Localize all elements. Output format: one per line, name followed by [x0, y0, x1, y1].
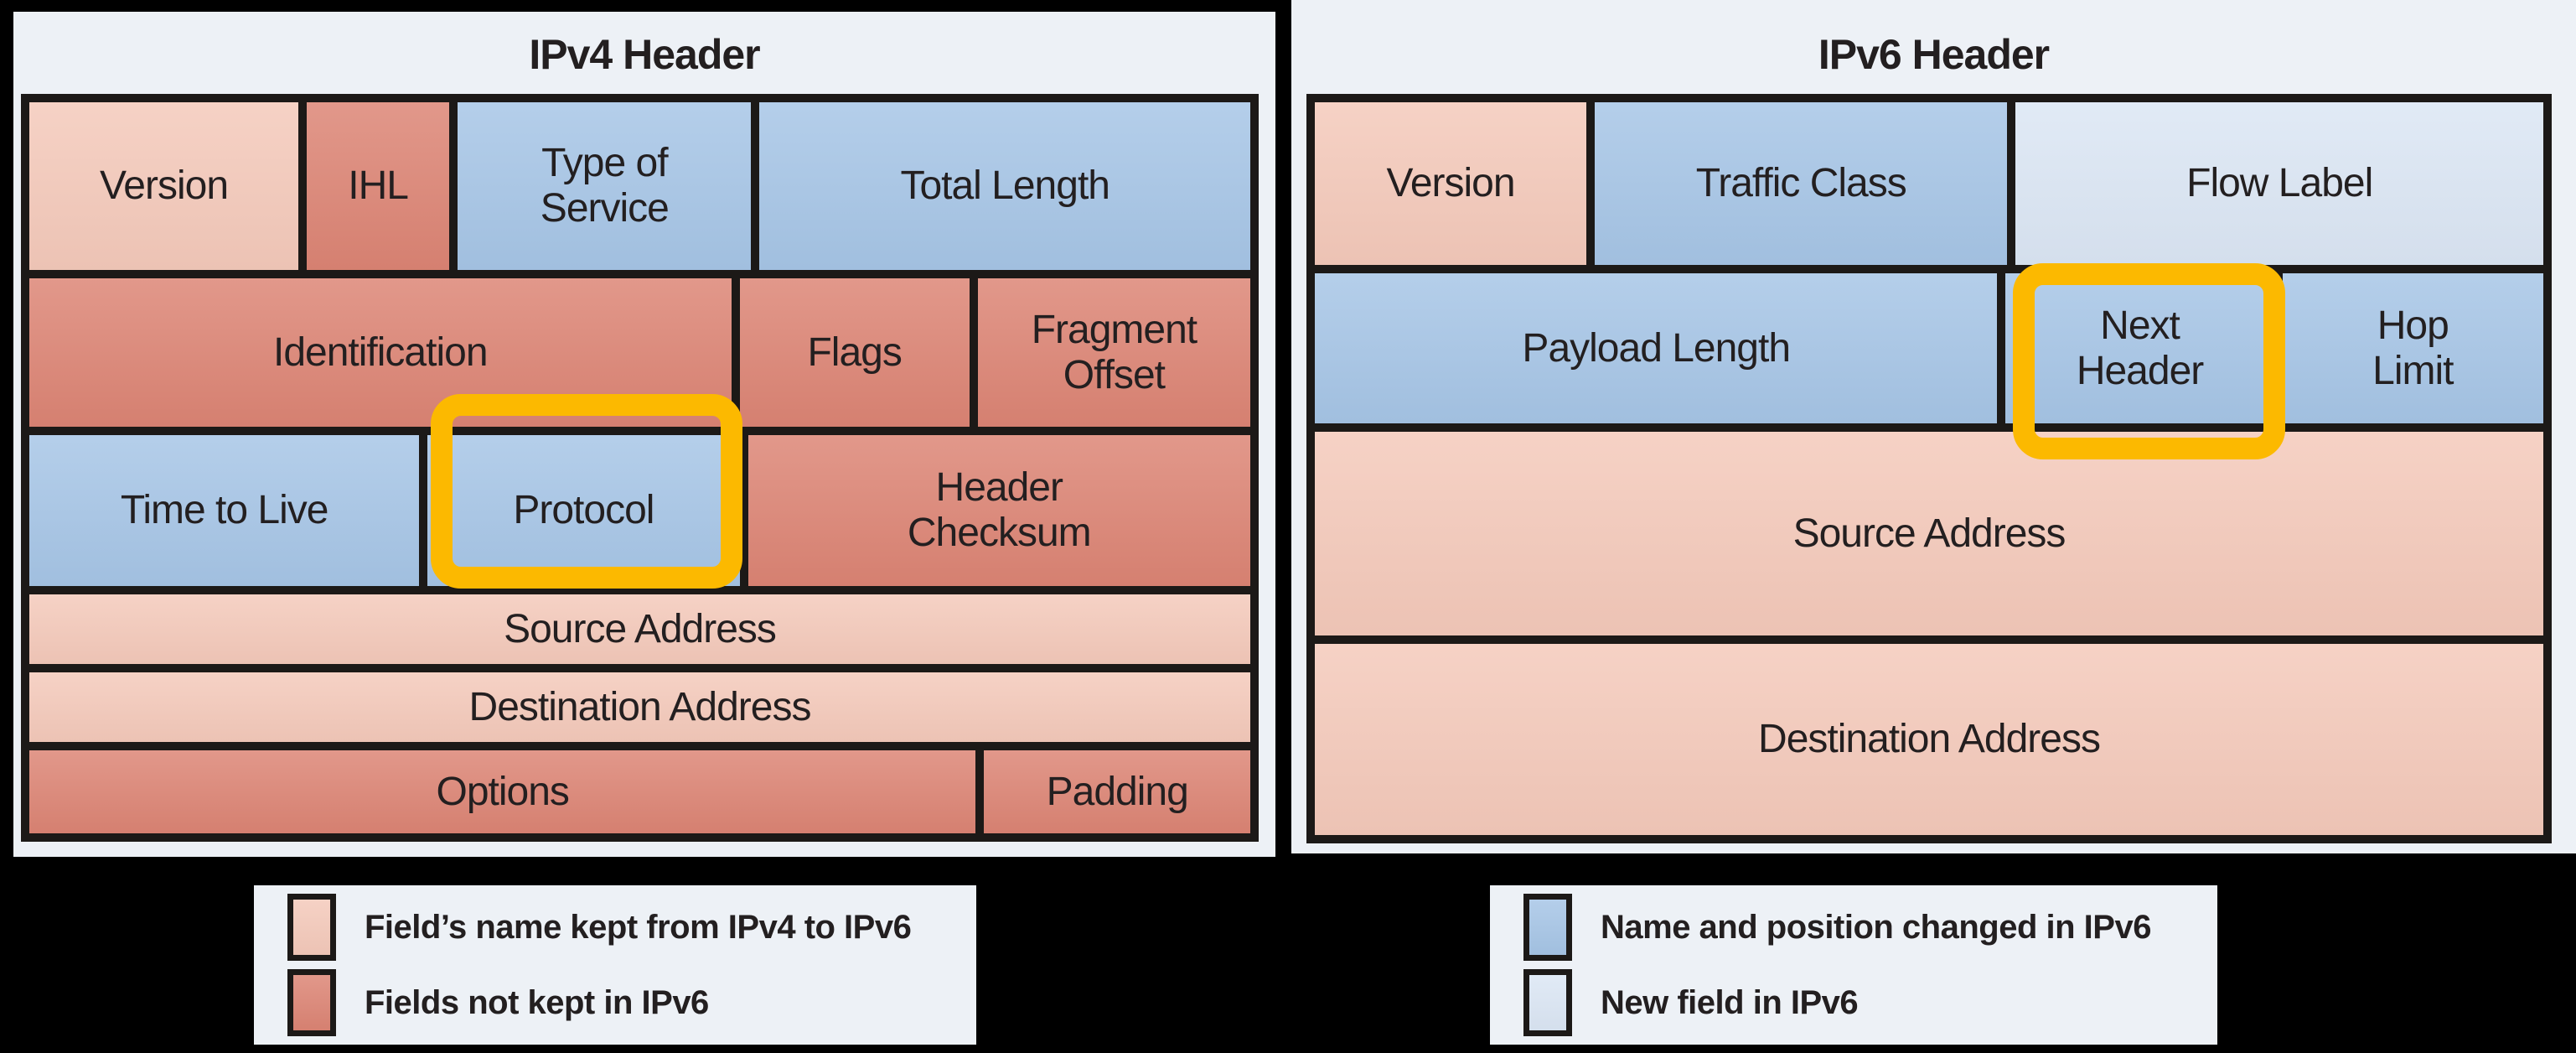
header-row: Source Address — [29, 594, 1250, 664]
legend-swatch-kept — [287, 894, 336, 961]
field-cell-ipv6-next-header: Next Header — [2005, 273, 2274, 424]
field-cell-ipv4-fragment-offset: Fragment Offset — [977, 278, 1250, 428]
field-cell-ipv4-flags: Flags — [739, 278, 970, 428]
field-cell-ipv4-protocol: Protocol — [427, 435, 740, 587]
field-cell-ipv4-type-of-service: Type of Service — [458, 102, 752, 271]
field-cell-ipv4-options: Options — [29, 750, 976, 833]
legend-label: Fields not kept in IPv6 — [365, 983, 709, 1021]
legend-item-name-and-position-changed-in-ipv6: Name and position changed in IPv6 — [1523, 894, 2217, 961]
field-cell-ipv6-destination-address: Destination Address — [1315, 643, 2543, 836]
field-cell-ipv6-flow-label: Flow Label — [2015, 102, 2543, 266]
field-cell-ipv4-total-length: Total Length — [759, 102, 1250, 271]
field-cell-ipv6-payload-length: Payload Length — [1315, 273, 1998, 424]
field-cell-ipv6-traffic-class: Traffic Class — [1595, 102, 2008, 266]
legend-label: Name and position changed in IPv6 — [1601, 908, 2151, 946]
legend-label: Field’s name kept from IPv4 to IPv6 — [365, 908, 912, 946]
field-cell-ipv6-hop-limit: Hop Limit — [2282, 273, 2543, 424]
header-row: Destination Address — [29, 672, 1250, 742]
legend-swatch-new — [1523, 969, 1572, 1036]
legend-swatch-removed — [287, 969, 336, 1036]
legend-item-new-field-in-ipv6: New field in IPv6 — [1523, 969, 2217, 1036]
field-cell-ipv4-padding: Padding — [984, 750, 1250, 833]
field-cell-ipv4-identification: Identification — [29, 278, 732, 428]
legend-label: New field in IPv6 — [1601, 983, 1859, 1021]
legend-item-fields-not-kept-in-ipv6: Fields not kept in IPv6 — [287, 969, 976, 1036]
field-cell-ipv6-source-address: Source Address — [1315, 432, 2543, 635]
header-row: Source Address — [1315, 432, 2543, 635]
legend-item-field-s-name-kept-from-ipv4-to-ipv6: Field’s name kept from IPv4 to IPv6 — [287, 894, 976, 961]
field-cell-ipv4-ihl: IHL — [307, 102, 450, 271]
ipv6-panel-title: IPv6 Header — [1818, 31, 2050, 78]
ipv4-panel-title: IPv4 Header — [529, 31, 760, 78]
field-cell-ipv4-source-address: Source Address — [29, 594, 1250, 664]
field-cell-ipv4-destination-address: Destination Address — [29, 672, 1250, 742]
field-cell-ipv4-time-to-live: Time to Live — [29, 435, 420, 587]
legend-swatch-changed — [1523, 894, 1572, 961]
field-cell-ipv6-version: Version — [1315, 102, 1587, 266]
header-row: Destination Address — [1315, 643, 2543, 836]
field-cell-ipv4-version: Version — [29, 102, 298, 271]
field-cell-ipv4-header-checksum: Header Checksum — [747, 435, 1250, 587]
